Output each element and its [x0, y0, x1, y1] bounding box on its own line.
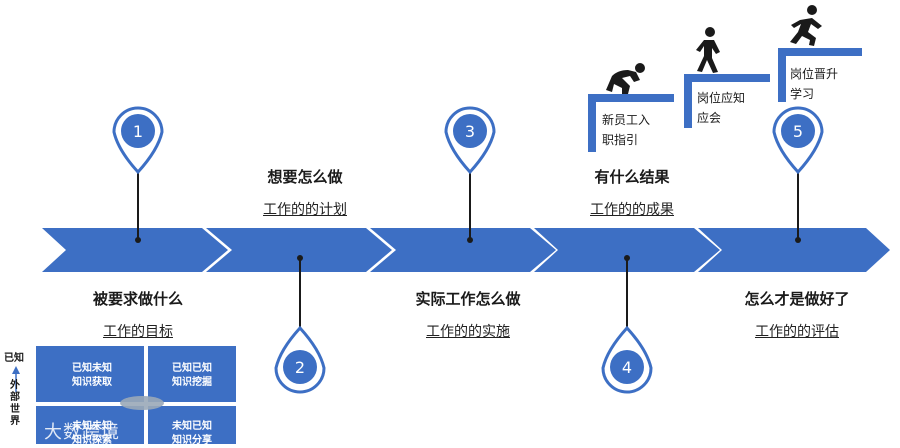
connector-dot-3 [467, 237, 473, 243]
crouching-runner-icon [606, 63, 645, 94]
connector-dot-2 [297, 255, 303, 261]
pin-1: 1 [112, 106, 164, 175]
connectors [137, 172, 799, 328]
connector-dot-4 [624, 255, 630, 261]
stair-step-2 [684, 74, 770, 128]
quadrant-1 [36, 346, 144, 402]
matrix-side-top-label: 已知 [4, 353, 24, 364]
marker-label-4: 4 [622, 358, 632, 377]
stage-1-label: 被要求做什么 工作的目标 [58, 288, 218, 341]
knowledge-matrix [12, 346, 236, 444]
pin-3: 3 [444, 106, 496, 175]
walking-person-icon [696, 27, 720, 73]
chevron-5 [698, 228, 890, 272]
pin-2: 2 [274, 325, 326, 394]
career-staircase [588, 48, 862, 152]
stair-step-3-label: 岗位晋升 学习 [790, 67, 839, 101]
stair-step-1-label: 新员工入 职指引 [602, 113, 651, 147]
stage-3-title: 实际工作怎么做 [415, 290, 521, 308]
stair-step-1 [588, 94, 674, 152]
marker-label-5: 5 [793, 122, 803, 141]
stage-1-title: 被要求做什么 [92, 290, 183, 308]
quadrant-4-label: 未知已知 知识分享 [172, 421, 212, 446]
marker-label-3: 3 [465, 122, 475, 141]
quadrant-2-label: 已知已知 知识挖掘 [172, 363, 212, 388]
stage-1-subtitle: 工作的目标 [103, 324, 173, 340]
stage-4-subtitle: 工作的的成果 [590, 202, 674, 218]
quadrant-3-label: 未知未知 知识探索 [72, 421, 112, 446]
stage-5-subtitle: 工作的的评估 [755, 324, 839, 340]
stage-2-subtitle: 工作的的计划 [263, 202, 347, 218]
matrix-side-axis-label: 外部世界 [10, 380, 20, 427]
pin-4: 4 [601, 325, 653, 394]
chevron-4 [534, 228, 720, 272]
quadrant-4 [148, 406, 236, 444]
stage-5-label: 怎么才是做好了 工作的的评估 [712, 288, 882, 341]
stage-2-title: 想要怎么做 [267, 168, 343, 186]
watermark: 大数跨境 [44, 422, 120, 443]
stage-2-label: 想要怎么做 工作的的计划 [225, 166, 385, 219]
timeline-arrow [42, 228, 890, 272]
stair-step-2-label: 岗位应知 应会 [697, 91, 746, 125]
marker-label-2: 2 [295, 358, 305, 377]
connector-dot-5 [795, 237, 801, 243]
connector-dot-1 [135, 237, 141, 243]
quadrant-1-label: 已知未知 知识获取 [72, 363, 112, 388]
chevron-2 [206, 228, 392, 272]
chevron-3 [370, 228, 556, 272]
stage-4-label: 有什么结果 工作的的成果 [552, 166, 712, 219]
quadrant-2 [148, 346, 236, 402]
pin-5: 5 [772, 106, 824, 175]
chevron-1 [42, 228, 228, 272]
quadrant-3 [36, 406, 144, 444]
stage-5-title: 怎么才是做好了 [744, 290, 850, 308]
matrix-center-image [120, 396, 164, 410]
stage-3-subtitle: 工作的的实施 [426, 324, 510, 340]
axis-arrowhead [12, 366, 20, 374]
stage-3-label: 实际工作怎么做 工作的的实施 [388, 288, 548, 341]
marker-label-1: 1 [133, 122, 143, 141]
stage-4-title: 有什么结果 [594, 168, 670, 186]
running-person-icon [790, 5, 822, 46]
stair-step-3 [778, 48, 862, 102]
